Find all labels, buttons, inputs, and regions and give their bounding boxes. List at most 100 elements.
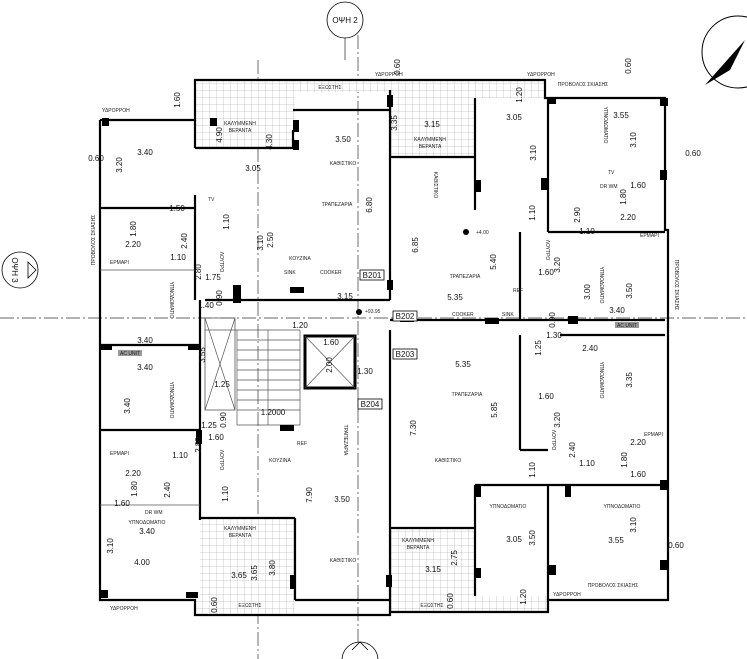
dimension-label: 1.10 — [579, 459, 595, 468]
room-label: ΥΠΝΟΔΩΜΑΤΙΟ — [129, 520, 166, 526]
dimension-label: 1.10 — [170, 253, 186, 262]
dimension-label: 3.55 — [613, 111, 629, 120]
fixture-downpipe: ΥΔΡΟΡΡΟΗ — [110, 606, 138, 612]
dimension-label: 3.10 — [629, 132, 638, 148]
dimension-label: 1.30 — [357, 367, 373, 376]
room-label: ΤΡΑΠΕΖΑΡΙΑ — [342, 425, 348, 456]
dimension-label: 1.10 — [221, 486, 230, 502]
room-label: ΥΠΝΟΔΩΜΑΤΙΟ — [490, 504, 527, 510]
dimension-label: 0.60 — [88, 154, 104, 163]
dimension-label: 3.05 — [506, 535, 522, 544]
fixture-downpipe: ΥΔΡΟΡΡΟΗ — [375, 72, 403, 78]
dimension-label: 2.20 — [620, 213, 636, 222]
dimension-label: 0.60 — [624, 58, 633, 74]
dimension-label: 3.15 — [424, 120, 440, 129]
fixture-washer: DR WM — [600, 184, 618, 190]
dimension-label: 1.40 — [198, 301, 214, 310]
dimension-label: 2.20 — [125, 469, 141, 478]
room-label: ΥΠΝΟΔΩΜΑΤΙΟ — [602, 107, 608, 144]
dimension-label: 0.60 — [210, 597, 219, 613]
dimension-label: 1.10 — [222, 214, 231, 230]
dimension-label: 3.05 — [245, 164, 261, 173]
room-label: ΤΡΑΠΕΖΑΡΙΑ — [450, 274, 481, 280]
unit-tag: B201 — [363, 271, 382, 280]
dimension-label: 3.10 — [629, 517, 638, 533]
dimension-label: 3.15 — [425, 565, 441, 574]
dimension-label: 3.35 — [390, 115, 399, 131]
fixture-cooker: COOKER — [320, 270, 342, 276]
dimension-label: 1.60 — [630, 470, 646, 479]
dimension-label: 1.60 — [114, 499, 130, 508]
fixture-washer: DR WM — [145, 510, 163, 516]
dimension-label: 3.00 — [583, 284, 592, 300]
view-label-north: ΟΨΗ 2 — [332, 16, 358, 25]
dimension-label: 3.35 — [625, 372, 634, 388]
dimension-label: 1.80 — [130, 481, 139, 497]
room-label: ΚΑΛΥΜΜΕΝΗ — [224, 121, 256, 127]
dimension-label: 3.40 — [137, 148, 153, 157]
room-label: ΒΕΡΑΝΤΑ — [407, 545, 430, 551]
dimension-label: 3.10 — [529, 145, 538, 161]
room-label: ΚΑΛΥΜΜΕΝΗ — [414, 137, 446, 143]
fixture-sink: SINK — [502, 312, 514, 318]
fixture-ac: AC UNIT — [120, 351, 140, 357]
dimension-label: 1.60 — [630, 181, 646, 190]
elevator — [303, 334, 357, 390]
dimension-label: 0.90 — [219, 412, 228, 428]
room-label: ΚΑΘΙΣΤΙΚΟ — [432, 172, 438, 199]
dimension-label: 1.80 — [620, 452, 629, 468]
fixture-ref: REF — [297, 441, 307, 447]
room-label: ΛΟΥΤΡΟ — [550, 430, 556, 451]
fixture-cooker: COOKER — [452, 312, 474, 318]
room-label: ΒΕΡΑΝΤΑ — [229, 533, 252, 539]
dimension-label: 3.10 — [256, 235, 265, 251]
room-label: ΛΟΥΤΡΟ — [218, 252, 224, 273]
dimension-label: 2.40 — [582, 344, 598, 353]
dimension-label: 2.40 — [180, 233, 189, 249]
room-label: ΠΡΟΒΟΛΟΣ ΣΚΙΑΣΗΣ — [558, 82, 609, 88]
dimension-label: 5.35 — [447, 293, 463, 302]
fixture-tv: TV — [608, 170, 615, 176]
dimension-label: 1.80 — [129, 221, 138, 237]
view-label-west: ΟΨΗ 3 — [10, 257, 19, 283]
dimension-label: 0.60 — [393, 59, 402, 75]
fixture-downpipe: ΥΔΡΟΡΡΟΗ — [553, 592, 581, 598]
level-mark: +4.00 — [476, 230, 489, 236]
dimension-label: 2.80 — [194, 264, 203, 280]
dimension-label: 6.80 — [365, 197, 374, 213]
dimension-label: 3.55 — [198, 347, 207, 363]
dimension-label: 5.85 — [490, 402, 499, 418]
dimension-label: 6.85 — [411, 237, 420, 253]
dimension-label: 1.50 — [169, 204, 185, 213]
dimension-label: 3.40 — [609, 306, 625, 315]
dimension-label: 1.2000 — [261, 408, 286, 417]
room-label: ΛΟΥΤΡΟ — [218, 450, 224, 471]
room-label: ΒΕΡΑΝΤΑ — [229, 128, 252, 134]
dimension-label: 1.20 — [515, 87, 524, 103]
dimension-label: 1.60 — [323, 338, 339, 347]
dimension-label: 4.00 — [134, 558, 150, 567]
dimension-label: 3.65 — [231, 571, 247, 580]
room-label: ΛΟΥΤΡΟ — [544, 240, 550, 261]
dimension-label: 2.00 — [325, 357, 334, 373]
dimension-label: 1.25 — [214, 380, 230, 389]
room-label: ΤΡΑΠΕΖΑΡΙΑ — [452, 392, 483, 398]
view-marker-west: ΟΨΗ 3 — [1, 251, 39, 289]
fixture-downpipe: ΥΔΡΟΡΡΟΗ — [527, 72, 555, 78]
dimension-label: 0.60 — [446, 593, 455, 609]
dimension-label: 3.40 — [123, 398, 132, 414]
dimension-label: 1.10 — [528, 462, 537, 478]
room-label: ΥΠΝΟΔΩΜΑΤΙΟ — [604, 504, 641, 510]
dimension-label: 1.20 — [519, 589, 528, 605]
fixture-sink: SINK — [284, 270, 296, 276]
dimension-label: 0.60 — [668, 541, 684, 550]
fixture-wardrobe: ΕΡΜΑΡΙ — [110, 451, 129, 457]
dimension-label: 5.40 — [489, 254, 498, 270]
dimension-label: 1.75 — [205, 273, 221, 282]
dimension-label: 2.75 — [450, 550, 459, 566]
fixture-labels: TV TV SINK COOKER COOKER SINK REF REF AC… — [102, 72, 663, 612]
room-label: ΥΠΝΟΔΩΜΑΤΙΟ — [168, 382, 174, 419]
dimension-label: 3.20 — [553, 257, 562, 273]
